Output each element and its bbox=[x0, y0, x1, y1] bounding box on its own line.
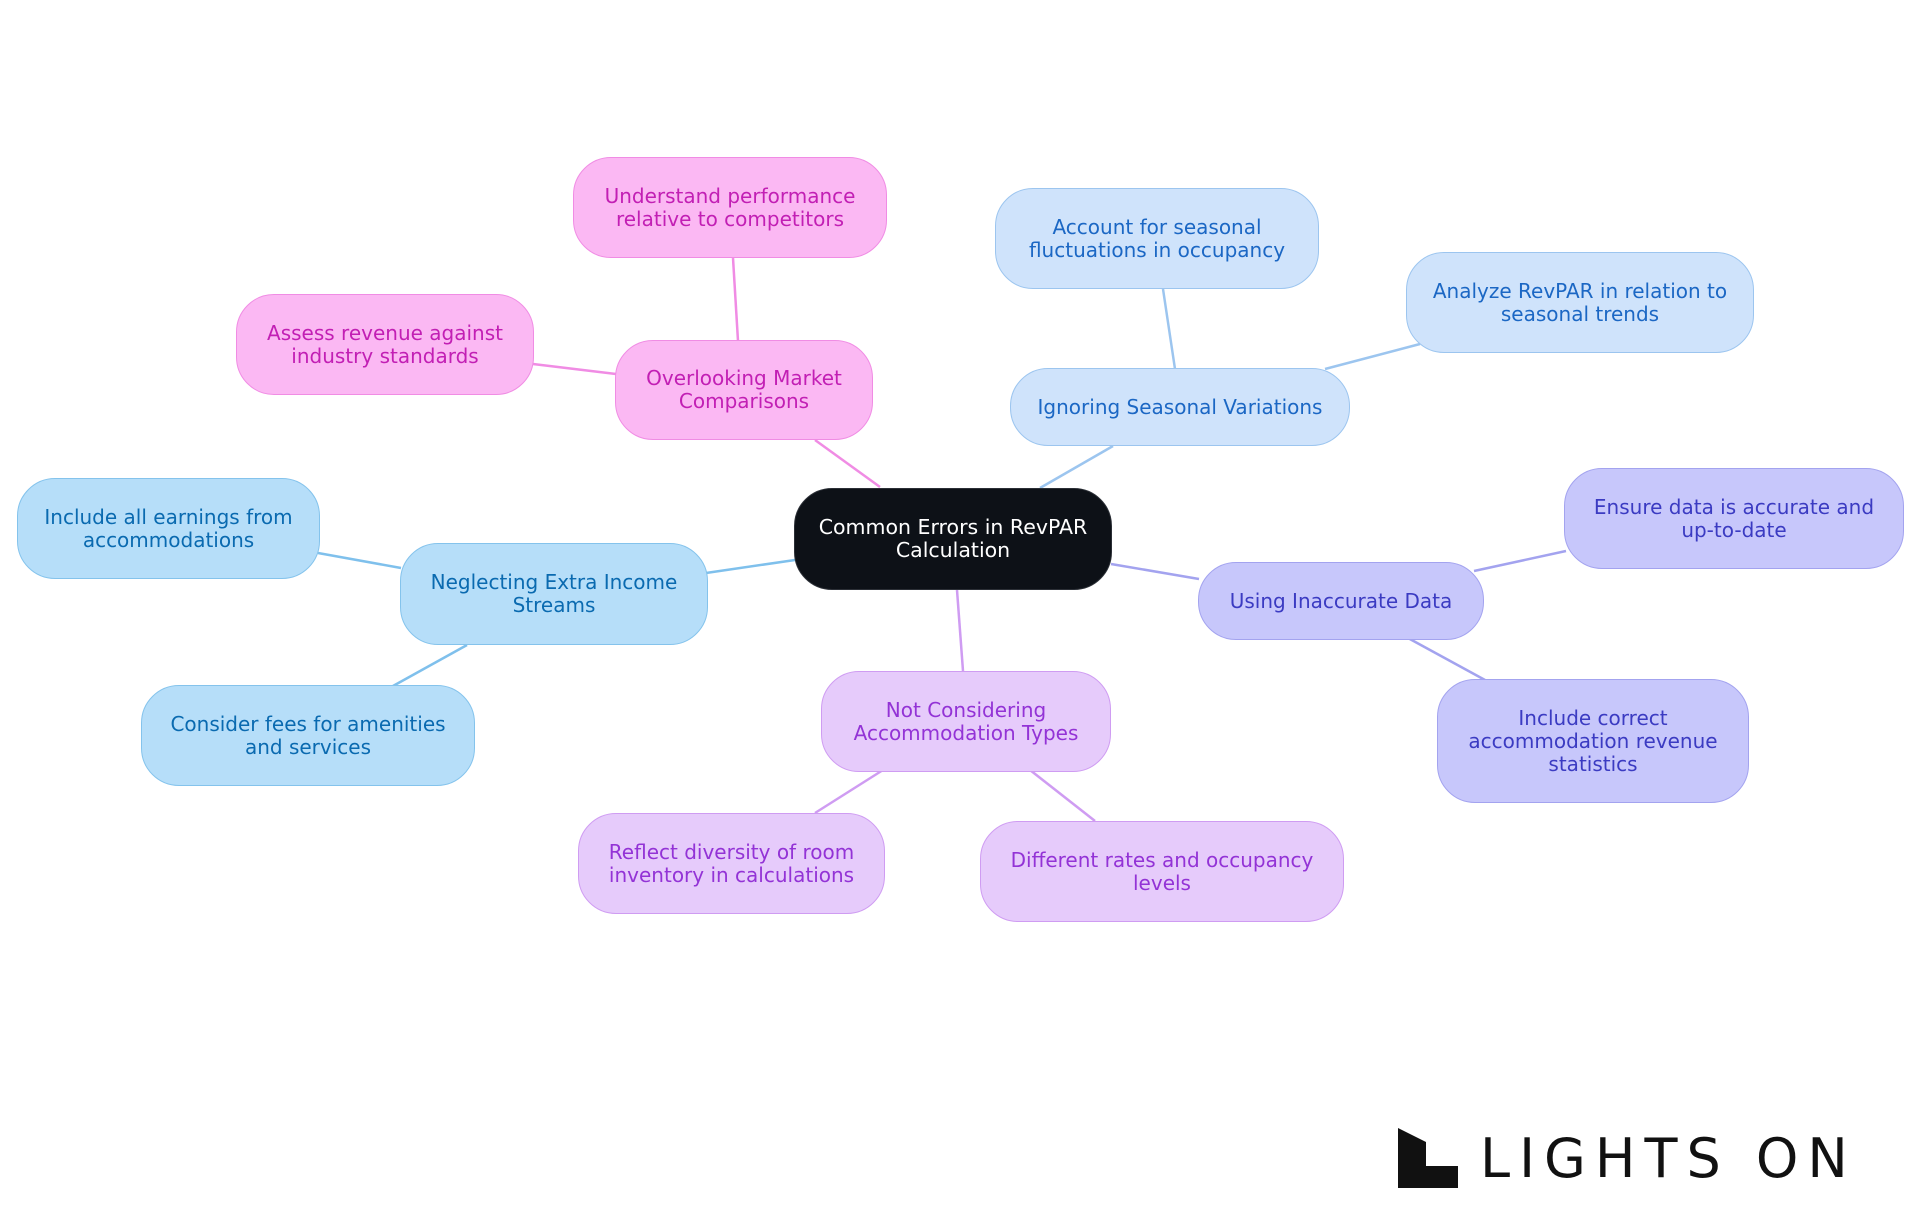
leaf-label: Reflect diversity of room inventory in c… bbox=[608, 839, 855, 887]
leaf-seasonal-fluctuations[interactable]: Account for seasonal fluctuations in occ… bbox=[995, 188, 1319, 289]
leaf-label: Consider fees for amenities and services bbox=[170, 711, 446, 759]
leaf-label: Different rates and occupancy levels bbox=[1010, 847, 1314, 895]
lights-on-logo-icon bbox=[1398, 1128, 1458, 1188]
connector-market-competitors bbox=[731, 257, 740, 342]
connector-data-accurate bbox=[1473, 549, 1567, 573]
leaf-accurate-data[interactable]: Ensure data is accurate and up-to-date bbox=[1564, 468, 1904, 569]
branch-label: Not Considering Accommodation Types bbox=[853, 697, 1079, 745]
connector-root-seasonal bbox=[1039, 444, 1114, 490]
branch-seasonal-variations[interactable]: Ignoring Seasonal Variations bbox=[1010, 368, 1350, 446]
leaf-label: Analyze RevPAR in relation to seasonal t… bbox=[1432, 278, 1728, 326]
branch-label: Neglecting Extra Income Streams bbox=[430, 570, 678, 617]
leaf-assess-revenue[interactable]: Assess revenue against industry standard… bbox=[236, 294, 534, 395]
root-node[interactable]: Common Errors in RevPAR Calculation bbox=[794, 488, 1112, 590]
connector-income-fees bbox=[392, 643, 468, 688]
connector-income-earnings bbox=[317, 551, 402, 570]
leaf-label: Ensure data is accurate and up-to-date bbox=[1593, 494, 1875, 542]
connector-seasonal-fluctuations bbox=[1161, 288, 1177, 370]
connector-root-types bbox=[955, 589, 965, 672]
branch-market-comparisons[interactable]: Overlooking Market Comparisons bbox=[615, 340, 873, 440]
leaf-understand-performance[interactable]: Understand performance relative to compe… bbox=[573, 157, 887, 258]
connector-root-market bbox=[814, 438, 881, 489]
root-label: Common Errors in RevPAR Calculation bbox=[818, 515, 1088, 562]
connector-data-statistics bbox=[1407, 636, 1486, 682]
leaf-label: Include all earnings from accommodations bbox=[44, 504, 293, 552]
connector-seasonal-trends bbox=[1324, 342, 1421, 371]
leaf-consider-fees[interactable]: Consider fees for amenities and services bbox=[141, 685, 475, 786]
leaf-label: Understand performance relative to compe… bbox=[604, 183, 856, 231]
connector-root-data bbox=[1110, 562, 1200, 581]
branch-label: Ignoring Seasonal Variations bbox=[1037, 394, 1323, 419]
connector-market-industry bbox=[532, 362, 617, 376]
logo-wordmark: LIGHTS ON bbox=[1480, 1127, 1857, 1190]
lights-on-logo: LIGHTS ON bbox=[1396, 1124, 1848, 1194]
leaf-label: Include correct accommodation revenue st… bbox=[1468, 705, 1718, 776]
branch-extra-income[interactable]: Neglecting Extra Income Streams bbox=[400, 543, 708, 645]
connector-root-income bbox=[705, 558, 796, 575]
connector-types-rates bbox=[1029, 769, 1096, 822]
leaf-label: Assess revenue against industry standard… bbox=[267, 320, 503, 368]
leaf-include-earnings[interactable]: Include all earnings from accommodations bbox=[17, 478, 320, 579]
connector-types-inventory bbox=[814, 768, 884, 815]
branch-label: Using Inaccurate Data bbox=[1229, 588, 1453, 613]
branch-label: Overlooking Market Comparisons bbox=[646, 366, 842, 413]
branch-accommodation-types[interactable]: Not Considering Accommodation Types bbox=[821, 671, 1111, 772]
leaf-rates-occupancy[interactable]: Different rates and occupancy levels bbox=[980, 821, 1344, 922]
branch-inaccurate-data[interactable]: Using Inaccurate Data bbox=[1198, 562, 1484, 640]
leaf-room-inventory[interactable]: Reflect diversity of room inventory in c… bbox=[578, 813, 885, 914]
leaf-revenue-statistics[interactable]: Include correct accommodation revenue st… bbox=[1437, 679, 1749, 803]
leaf-seasonal-trends[interactable]: Analyze RevPAR in relation to seasonal t… bbox=[1406, 252, 1754, 353]
leaf-label: Account for seasonal fluctuations in occ… bbox=[1028, 214, 1286, 262]
